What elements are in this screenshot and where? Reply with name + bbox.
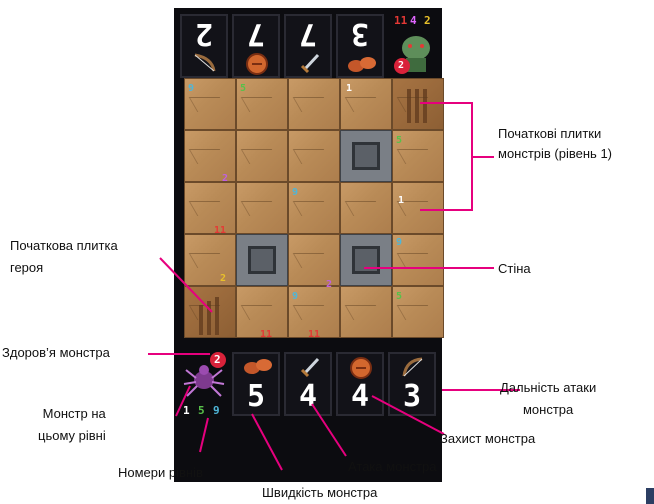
range-value: 3 <box>402 379 422 414</box>
sword-icon <box>300 357 320 378</box>
top-level-2: 2 <box>424 14 431 27</box>
leader-level-numbers <box>199 417 209 453</box>
tile-level-marker: 5 <box>396 135 403 146</box>
level-number: 1 <box>183 404 190 417</box>
tile-level-marker: 9 <box>188 83 195 94</box>
top-level-4: 4 <box>410 14 417 27</box>
top-stat-range: 2 <box>180 14 228 78</box>
top-stat-speed: 3 <box>336 14 384 78</box>
shield-icon <box>350 357 372 379</box>
label-hero-start-tile: Початкова плитка героя <box>10 238 118 275</box>
tile <box>392 234 444 286</box>
sword-icon <box>300 53 320 74</box>
leader-monster <box>175 385 191 417</box>
top-health-value: 2 <box>398 60 405 71</box>
label-wall: Стіна <box>498 261 531 276</box>
corner-marker <box>646 488 654 504</box>
label-monster-start-tiles: Початкові плитки монстрів (рівень 1) <box>498 126 612 161</box>
wall-tile <box>236 234 288 286</box>
speed-value: 5 <box>246 379 266 414</box>
boots-icon <box>244 359 272 374</box>
shield-icon <box>246 53 268 75</box>
defense-stat: 4 <box>336 352 384 416</box>
tile <box>340 182 392 234</box>
tile <box>236 286 288 338</box>
monster-start-tile <box>392 78 444 130</box>
tile-level-marker: 2 <box>326 279 333 290</box>
tile <box>392 130 444 182</box>
tile-level-marker: 11 <box>260 329 273 340</box>
top-monster-portrait: 11 4 2 2 <box>390 14 438 78</box>
top-level-11: 11 <box>394 14 408 27</box>
range-stat: 3 <box>388 352 436 416</box>
spider-icon <box>183 365 225 397</box>
tile <box>288 78 340 130</box>
board: 9 5 1 5 2 9 11 1 9 2 2 9 11 11 5 <box>184 78 446 346</box>
tile-level-marker: 9 <box>292 291 299 302</box>
bow-icon <box>194 53 216 72</box>
tile-level-marker: 2 <box>220 273 227 284</box>
tile-level-marker: 9 <box>396 237 403 248</box>
label-monster-range: Дальність атаки монстра <box>500 380 597 417</box>
monster-portrait: 2 1 5 9 <box>180 352 228 418</box>
tile-level-marker: 11 <box>214 225 227 236</box>
label-monster-attack: Атака монстра <box>348 459 437 474</box>
label-monster-speed: Швидкість монстра <box>262 485 378 500</box>
top-stat-attack: 7 <box>284 14 332 78</box>
tile-level-marker: 5 <box>396 291 403 302</box>
leader-hero-tile <box>159 257 213 313</box>
tile-level-marker: 1 <box>398 195 405 206</box>
top-health-heart-icon <box>394 58 410 74</box>
tile <box>340 78 392 130</box>
top-stat-defense: 7 <box>232 14 280 78</box>
boots-icon <box>348 57 376 72</box>
label-monster-on-level: Монстр на цьому рівні <box>38 406 106 443</box>
leader-speed <box>251 413 283 471</box>
tile <box>392 286 444 338</box>
level-number: 9 <box>213 404 220 417</box>
tile <box>288 234 340 286</box>
leader-attack <box>311 403 347 457</box>
defense-value: 4 <box>350 379 370 414</box>
wall-tile <box>340 130 392 182</box>
hero-start-tile <box>184 286 236 338</box>
label-level-numbers: Номери рівнів <box>118 465 203 480</box>
tile-level-marker: 5 <box>240 83 247 94</box>
orc-icon <box>402 36 430 72</box>
monster-health-value: 2 <box>214 353 221 366</box>
label-monster-health: Здоров’я монстра <box>2 345 110 360</box>
tile-level-marker: 2 <box>222 173 229 184</box>
bracket-monster-tiles <box>420 102 473 211</box>
tile-level-marker: 1 <box>346 83 353 94</box>
tile-level-marker: 11 <box>308 329 321 340</box>
tile-level-marker: 9 <box>292 187 299 198</box>
label-monster-defense: Захист монстра <box>440 431 536 446</box>
level-number: 5 <box>198 404 205 417</box>
health-heart-icon <box>210 352 226 368</box>
tile <box>184 234 236 286</box>
speed-stat: 5 <box>232 352 280 416</box>
tile <box>288 182 340 234</box>
bow-icon <box>402 357 423 377</box>
leader-defense <box>371 395 445 435</box>
attack-stat: 4 <box>284 352 332 416</box>
tile <box>184 78 236 130</box>
